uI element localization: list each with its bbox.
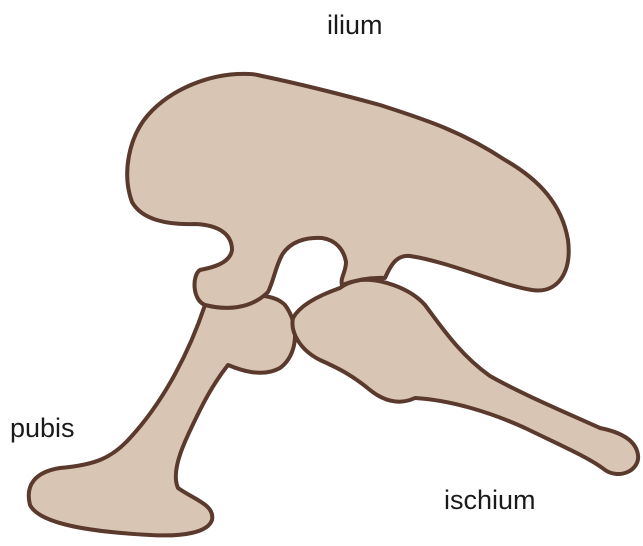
ischium-bone xyxy=(292,280,638,474)
ilium-bone xyxy=(127,74,568,308)
label-pubis: pubis xyxy=(10,415,75,442)
label-ilium: ilium xyxy=(327,12,383,39)
label-ischium: ischium xyxy=(444,487,536,514)
